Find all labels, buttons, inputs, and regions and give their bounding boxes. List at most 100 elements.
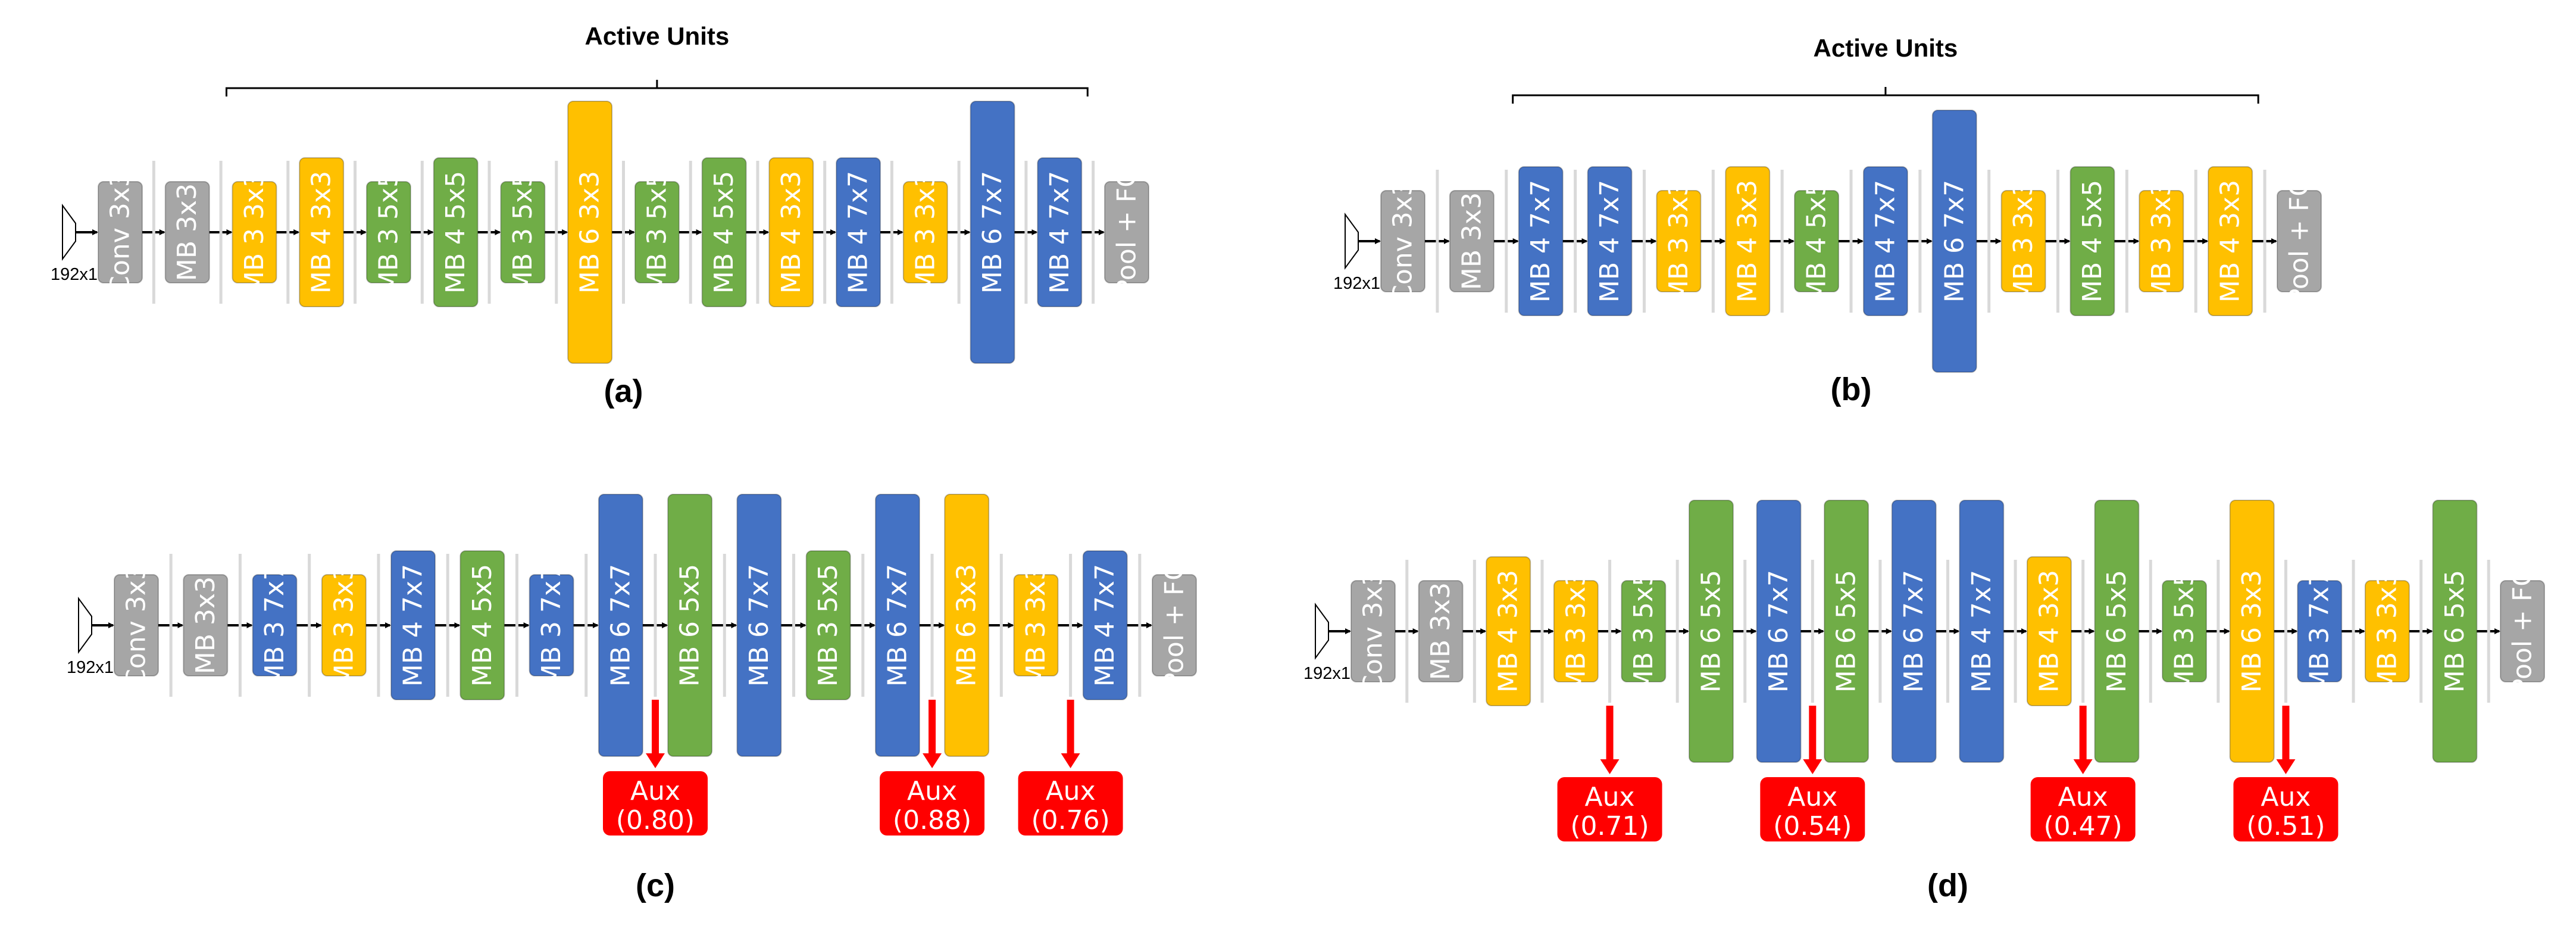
aux-value: (0.47) (2044, 811, 2122, 841)
block-label: MB 4 5x5 (467, 564, 498, 687)
block-mb-3x3: MB 3x3 (1418, 580, 1464, 682)
block-label: MB 4 7x7 (843, 171, 874, 294)
block-label: MB 3 7x7 (536, 564, 567, 687)
block-pool-fc: Pool + FC (1104, 169, 1149, 295)
aux-arrow (2073, 706, 2093, 774)
aux-box (880, 771, 985, 836)
block-label: Conv 3x3 (105, 170, 136, 294)
block-label: MB 4 3x3 (1733, 180, 1763, 303)
block-label: Pool + FC (1159, 562, 1190, 688)
aux-head: Aux(0.47) (2030, 706, 2136, 841)
block-label: MB 6 7x7 (1764, 570, 1794, 693)
block-mb-4-7x7: MB 4 7x7 (1862, 166, 1908, 316)
block-label: MB 4 3x3 (307, 171, 337, 294)
aux-value: (0.80) (616, 805, 695, 836)
block-label: MB 3 3x3 (1664, 180, 1694, 303)
input-image-shape (1345, 212, 1359, 270)
block-label: MB 3 5x5 (508, 171, 538, 294)
block-label: MB 4 7x7 (398, 564, 429, 687)
block-mb-3x3: MB 3x3 (183, 574, 229, 677)
block-label: MB 3 5x5 (373, 171, 404, 294)
aux-value: (0.51) (2246, 811, 2325, 841)
block-label: Conv 3x3 (121, 563, 152, 687)
active-units-title: Active Units (1814, 34, 1958, 62)
aux-label: Aux (1787, 782, 1837, 812)
block-mb-4-7x7: MB 4 7x7 (836, 157, 881, 307)
block-label: MB 4 3x3 (2215, 180, 2246, 303)
aux-head: Aux(0.76) (1018, 700, 1123, 836)
block-pool-fc: Pool + FC (2277, 178, 2322, 304)
block-mb-4-7x7: MB 4 7x7 (1518, 166, 1564, 316)
block-mb-4-3x3: MB 4 3x3 (768, 157, 814, 307)
panel-caption: (d) (1927, 868, 1968, 903)
aux-arrow (2276, 706, 2296, 774)
block-label: MB 3 5x5 (1628, 570, 1659, 693)
block-label: MB 3 3x3 (910, 171, 940, 294)
block-label: MB 3x3 (1425, 582, 1456, 680)
block-label: MB 6 3x3 (575, 171, 605, 294)
aux-value: (0.76) (1031, 805, 1109, 836)
block-label: MB 4 5x5 (1802, 180, 1832, 303)
block-mb-4-5x5: MB 4 5x5 (2069, 166, 2115, 316)
block-mb-4-5x5: MB 4 5x5 (701, 157, 747, 307)
aux-head: Aux(0.54) (1760, 706, 1865, 841)
aux-value: (0.88) (893, 805, 971, 836)
block-label: MB 3x3 (172, 183, 202, 281)
block-label: MB 6 7x7 (977, 171, 1008, 294)
block-mb-3-7x7: MB 3 7x7 (2297, 570, 2343, 693)
block-mb-6-7x7: MB 6 7x7 (970, 101, 1015, 364)
block-mb-4-5x5: MB 4 5x5 (433, 157, 479, 307)
aux-label: Aux (2261, 782, 2311, 812)
block-label: MB 3 3x3 (1021, 564, 1051, 687)
block-mb-4-3x3: MB 4 3x3 (1486, 556, 1531, 706)
block-label: MB 4 3x3 (776, 171, 806, 294)
block-mb-3-5x5: MB 3 5x5 (500, 171, 546, 294)
input-image-shape (62, 203, 76, 261)
block-mb-3-5x5: MB 3 5x5 (2162, 570, 2208, 693)
block-mb-3-3x3: MB 3 3x3 (1656, 180, 1702, 303)
aux-arrow (1600, 706, 1620, 774)
block-mb-6-7x7: MB 6 7x7 (736, 494, 782, 757)
block-label: MB 3 3x3 (2008, 180, 2039, 303)
block-label: MB 4 7x7 (1525, 180, 1556, 303)
block-label: Pool + FC (2508, 568, 2538, 694)
block-label: MB 4 7x7 (1045, 171, 1075, 294)
block-label: MB 3 5x5 (813, 564, 843, 687)
aux-value: (0.54) (1773, 811, 1852, 841)
block-label: MB 6 3x3 (2237, 570, 2267, 693)
block-conv-3x3: Conv 3x3 (114, 563, 159, 687)
block-label: MB 3 5x5 (2169, 570, 2200, 693)
input-image-shape (1315, 602, 1329, 660)
block-label: MB 6 5x5 (1696, 570, 1726, 693)
block-conv-3x3: Conv 3x3 (1380, 179, 1425, 303)
block-label: MB 6 7x7 (605, 564, 636, 687)
block-label: MB 4 3x3 (2034, 570, 2064, 693)
block-mb-6-3x3: MB 6 3x3 (2229, 500, 2275, 763)
block-mb-4-3x3: MB 4 3x3 (2208, 166, 2253, 316)
block-label: Conv 3x3 (1358, 569, 1389, 693)
aux-arrow (1803, 706, 1822, 774)
block-mb-6-7x7: MB 6 7x7 (1891, 500, 1937, 763)
block-label: MB 6 5x5 (2440, 570, 2470, 693)
block-mb-3-3x3: MB 3 3x3 (1553, 570, 1599, 693)
aux-arrow (1061, 700, 1080, 768)
block-mb-3-5x5: MB 3 5x5 (1621, 570, 1667, 693)
block-mb-3-3x3: MB 3 3x3 (2139, 180, 2184, 303)
block-label: MB 6 7x7 (1939, 180, 1969, 303)
block-label: MB 6 5x5 (2102, 570, 2132, 693)
block-mb-3-5x5: MB 3 5x5 (805, 550, 851, 700)
block-label: MB 3 3x3 (2146, 180, 2177, 303)
active-units-title: Active Units (584, 22, 729, 50)
block-pool-fc: Pool + FC (1152, 562, 1197, 688)
block-label: MB 4 5x5 (2077, 180, 2108, 303)
aux-label: Aux (630, 776, 680, 806)
input-image-shape (78, 596, 92, 654)
block-label: MB 6 7x7 (882, 564, 912, 687)
block-mb-4-7x7: MB 4 7x7 (390, 550, 436, 700)
block-mb-3x3: MB 3x3 (1449, 190, 1495, 292)
block-mb-4-7x7: MB 4 7x7 (1082, 550, 1128, 700)
block-mb-6-5x5: MB 6 5x5 (1688, 500, 1734, 763)
